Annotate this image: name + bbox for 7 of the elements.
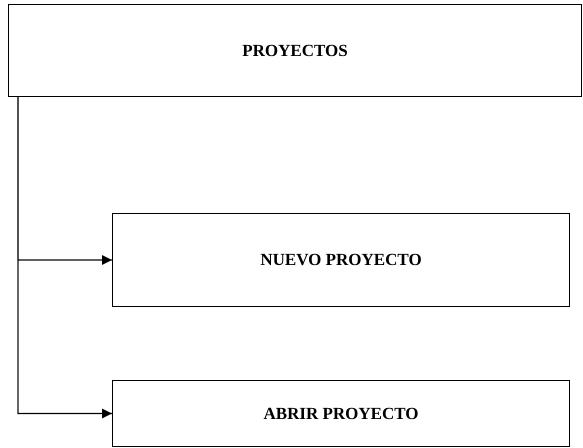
process-box [112,213,570,307]
process-box [8,4,582,97]
arrow [17,97,112,418]
process-box [112,380,570,447]
box-label: PROYECTOS [242,40,348,60]
box-label: NUEVO PROYECTO [260,250,422,270]
box-label: ABRIR PROYECTO [263,404,419,424]
